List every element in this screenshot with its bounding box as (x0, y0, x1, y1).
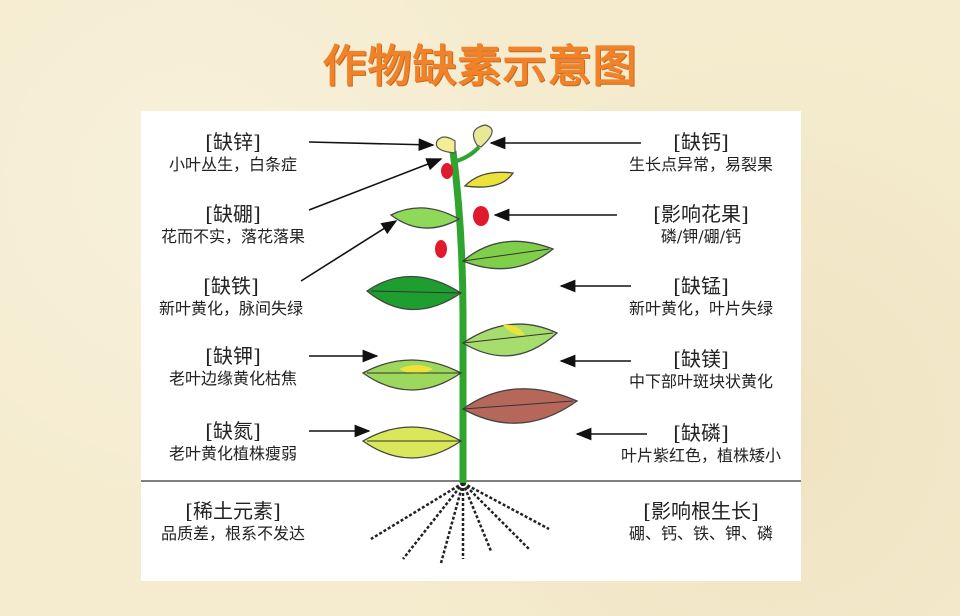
label-nitrogen-head: [缺氮] (205, 419, 261, 443)
root-strand (462, 482, 530, 550)
callout-arrows-right (489, 136, 647, 441)
label-boron: [缺硼] 花而不实，落花落果 (153, 202, 313, 248)
label-manganese-desc: 新叶黄化，叶片失绿 (628, 299, 773, 318)
label-iron-head: [缺铁] (203, 274, 259, 298)
fruit (435, 240, 447, 258)
diagram-panel: [缺锌] 小叶丛生，白条症 [缺硼] 花而不实，落花落果 [缺铁] 新叶黄化，脉… (141, 111, 801, 581)
label-flower-fruit-desc: 磷/钾/硼/钙 (660, 227, 742, 246)
leaf-yellow-upper-right (463, 171, 515, 188)
plant-diagram (141, 124, 801, 564)
plant-stem (449, 150, 467, 483)
label-magnesium: [缺镁] 中下部叶斑块状黄化 (611, 347, 791, 393)
label-zinc-desc: 小叶丛生，白条症 (168, 155, 297, 174)
label-zinc: [缺锌] 小叶丛生，白条症 (153, 130, 313, 176)
label-rare-earth-desc: 品质差，根系不发达 (160, 524, 305, 543)
label-potassium-desc: 老叶边缘黄化枯焦 (168, 369, 297, 388)
label-calcium-head: [缺钙] (673, 130, 729, 154)
label-boron-head: [缺硼] (205, 202, 261, 226)
root-strand (461, 482, 493, 552)
label-root-growth: [影响根生长] 硼、钙、铁、钾、磷 (606, 499, 796, 545)
label-rare-earth-head: [稀土元素] (185, 499, 281, 523)
label-nitrogen: [缺氮] 老叶黄化植株瘦弱 (153, 419, 313, 465)
arrow-boron (308, 158, 443, 211)
label-magnesium-head: [缺镁] (673, 347, 729, 371)
top-leaf-yellow (435, 136, 456, 154)
arrow-iron (300, 220, 398, 282)
leaf-yellow-spotted-left (361, 359, 463, 391)
leaf-yellow-lower-left (361, 426, 463, 459)
diagram-title: 作物缺素示意图 (322, 41, 638, 92)
label-calcium-desc: 生长点异常，易裂果 (628, 155, 773, 174)
label-potassium: [缺钾] 老叶边缘黄化枯焦 (153, 344, 313, 390)
root-strand (402, 482, 464, 560)
label-boron-desc: 花而不实，落花落果 (160, 227, 305, 246)
leaf-spot (399, 365, 433, 374)
label-flower-fruit: [影响花果] 磷/钾/硼/钙 (611, 202, 791, 248)
label-phosphorus-head: [缺磷] (673, 421, 729, 445)
root-strand (439, 482, 465, 564)
label-manganese: [缺锰] 新叶黄化，叶片失绿 (611, 274, 791, 320)
root-strand (370, 481, 464, 541)
label-iron: [缺铁] 新叶黄化，脉间失绿 (151, 274, 311, 320)
top-leaf-green (472, 124, 493, 148)
root-strand (462, 481, 550, 531)
label-root-growth-desc: 硼、钙、铁、钾、磷 (628, 524, 773, 543)
stem-branch (456, 145, 481, 163)
label-root-growth-head: [影响根生长] (643, 499, 759, 523)
leaf-purple-right (461, 388, 579, 424)
label-rare-earth: [稀土元素] 品质差，根系不发达 (153, 499, 313, 545)
label-nitrogen-desc: 老叶黄化植株瘦弱 (168, 444, 297, 463)
leaf-veins (367, 248, 574, 442)
fruit (473, 206, 489, 226)
label-calcium: [缺钙] 生长点异常，易裂果 (611, 130, 791, 176)
label-flower-fruit-head: [影响花果] (653, 202, 749, 226)
root-system (370, 481, 550, 564)
label-potassium-head: [缺钾] (205, 344, 261, 368)
label-manganese-head: [缺锰] (673, 274, 729, 298)
leaf-spot (503, 324, 525, 336)
leaf-light-green-upper-left (389, 207, 461, 229)
fruit (441, 163, 453, 179)
label-phosphorus: [缺磷] 叶片紫红色，植株矮小 (606, 421, 796, 467)
label-magnesium-desc: 中下部叶斑块状黄化 (628, 372, 773, 391)
arrow-zinc (308, 138, 435, 152)
leaf-spotted-right (461, 323, 559, 357)
label-phosphorus-desc: 叶片紫红色，植株矮小 (620, 446, 781, 465)
callout-arrows-left (300, 138, 443, 438)
leaf-dark-green-left (365, 275, 463, 311)
label-iron-desc: 新叶黄化，脉间失绿 (158, 299, 303, 318)
label-zinc-head: [缺锌] (205, 130, 261, 154)
